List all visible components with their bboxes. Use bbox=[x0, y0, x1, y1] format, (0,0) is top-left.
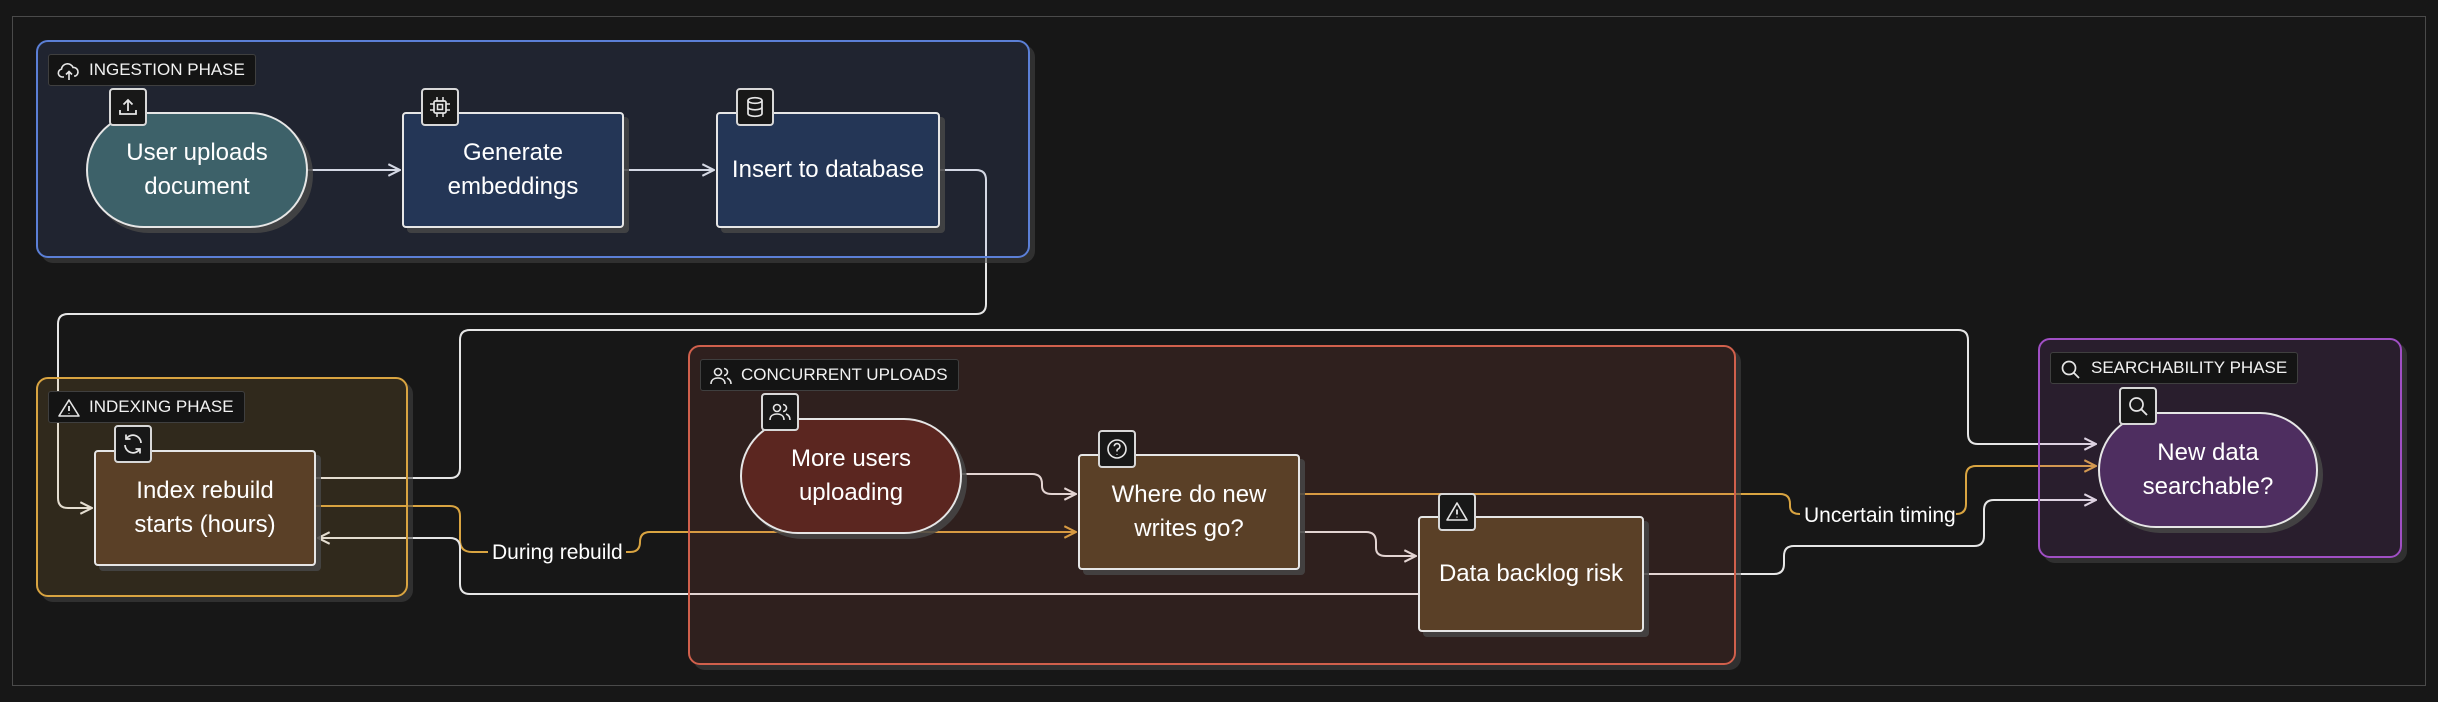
group-concurrent-label: CONCURRENT UPLOADS bbox=[700, 359, 959, 391]
group-ingestion-label: INGESTION PHASE bbox=[48, 54, 256, 86]
node-more-users-label: More users uploading bbox=[790, 445, 912, 506]
node-where-label: Where do new writes go? bbox=[1111, 481, 1267, 542]
group-concurrent-title: CONCURRENT UPLOADS bbox=[741, 365, 948, 384]
group-indexing-title: INDEXING PHASE bbox=[89, 397, 234, 416]
search-icon-badge bbox=[2119, 387, 2157, 425]
node-rebuild-label: Index rebuild starts (hours) bbox=[134, 477, 276, 538]
warning-icon bbox=[1446, 502, 1468, 521]
edge-backlog-rebuild bbox=[318, 538, 1418, 595]
edge-where-backlog bbox=[1300, 531, 1416, 556]
node-where-do-new-writes-go[interactable]: Where do new writes go? bbox=[1078, 454, 1300, 570]
edge-rebuild-where bbox=[316, 505, 1076, 553]
upload-icon bbox=[119, 98, 137, 115]
node-backlog-label: Data backlog risk bbox=[1438, 560, 1624, 587]
search-icon bbox=[2129, 397, 2148, 416]
group-indexing-label: INDEXING PHASE bbox=[48, 391, 245, 423]
node-insert-to-database[interactable]: Insert to database bbox=[716, 112, 940, 228]
diagram-frame bbox=[12, 16, 2426, 686]
edge-insert-rebuild bbox=[57, 169, 987, 508]
node-embed-label: Generate embeddings bbox=[447, 139, 579, 200]
cloud-upload-icon bbox=[57, 63, 79, 80]
node-data-backlog-risk[interactable]: Data backlog risk bbox=[1418, 516, 1644, 632]
question-icon-badge bbox=[1098, 430, 1136, 468]
refresh-icon-badge bbox=[114, 425, 152, 463]
node-index-rebuild[interactable]: Index rebuild starts (hours) bbox=[94, 450, 316, 566]
node-new-data-searchable[interactable]: New data searchable? bbox=[2098, 412, 2318, 528]
cpu-icon-badge bbox=[421, 88, 459, 126]
users-icon bbox=[769, 403, 791, 421]
node-insert-label: Insert to database bbox=[731, 156, 925, 183]
search-icon bbox=[2061, 360, 2080, 379]
users-icon-badge bbox=[761, 393, 799, 431]
edge-label-during-rebuild: During rebuild bbox=[492, 540, 623, 566]
database-icon bbox=[747, 96, 763, 118]
node-user-uploads-document[interactable]: User uploads document bbox=[86, 112, 308, 228]
warning-icon bbox=[58, 399, 80, 417]
edge-moreusers-where bbox=[962, 473, 1076, 494]
edge-where-searchable bbox=[1300, 466, 2096, 515]
database-icon-badge bbox=[736, 88, 774, 126]
group-searchability-label: SEARCHABILITY PHASE bbox=[2050, 352, 2299, 384]
edge-label-uncertain-timing: Uncertain timing bbox=[1804, 503, 1956, 529]
edge-rebuild-searchable bbox=[316, 329, 2096, 479]
group-searchability-title: SEARCHABILITY PHASE bbox=[2091, 358, 2288, 377]
warning-icon-badge bbox=[1438, 493, 1476, 531]
cpu-icon bbox=[430, 97, 450, 117]
node-upload-label: User uploads document bbox=[126, 139, 268, 200]
group-ingestion-title: INGESTION PHASE bbox=[89, 60, 245, 79]
upload-icon-badge bbox=[109, 88, 147, 126]
node-generate-embeddings[interactable]: Generate embeddings bbox=[402, 112, 624, 228]
refresh-icon bbox=[124, 434, 142, 454]
node-searchable-label: New data searchable? bbox=[2142, 439, 2274, 500]
users-icon bbox=[710, 367, 732, 385]
node-more-users-uploading[interactable]: More users uploading bbox=[740, 418, 962, 534]
edge-backlog-searchable bbox=[1644, 500, 2096, 575]
question-icon bbox=[1107, 439, 1127, 459]
